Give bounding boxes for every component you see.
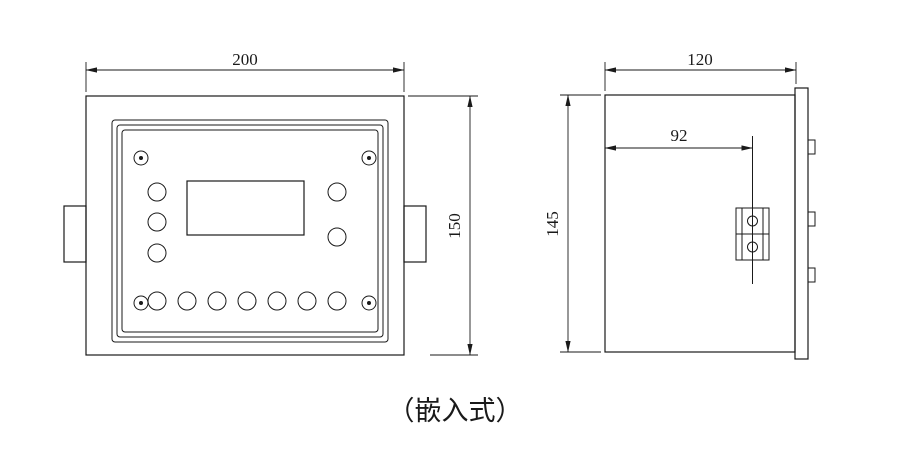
front-button: [327, 182, 347, 202]
side-view: 120 92 145: [543, 50, 816, 360]
front-button: [147, 291, 167, 311]
dimension-front-height: 150: [408, 95, 478, 356]
corner-screw: [361, 150, 377, 166]
side-flange-tabs: [807, 139, 816, 283]
lcd-display: [186, 180, 305, 236]
front-button: [327, 227, 347, 247]
front-outer-frame: [85, 95, 405, 356]
dim-label-92: 92: [671, 126, 688, 145]
mount-ear-left: [63, 205, 87, 263]
corner-screw: [133, 150, 149, 166]
mount-ear-right: [403, 205, 427, 263]
front-buttons-bottom-row: [147, 291, 347, 311]
dim-label-145: 145: [543, 211, 562, 237]
front-button: [297, 291, 317, 311]
corner-screws: [133, 150, 377, 311]
front-button: [267, 291, 287, 311]
front-button: [147, 212, 167, 232]
dim-label-200: 200: [232, 50, 258, 69]
dim-label-120: 120: [687, 50, 713, 69]
front-button: [147, 182, 167, 202]
front-button: [327, 291, 347, 311]
corner-screw: [133, 295, 149, 311]
corner-screw: [361, 295, 377, 311]
front-buttons-left: [147, 182, 167, 263]
dimension-side-depth: 120: [604, 50, 797, 91]
front-buttons-right: [327, 182, 347, 247]
dim-label-150: 150: [445, 213, 464, 239]
mounting-clamp: [735, 136, 770, 284]
front-bezel: [111, 119, 389, 343]
front-button: [177, 291, 197, 311]
dimension-front-width: 200: [85, 50, 405, 92]
dimension-side-height: 145: [543, 94, 601, 353]
front-view: 200 150: [63, 50, 478, 356]
front-button: [207, 291, 227, 311]
side-body: [604, 94, 796, 353]
front-button: [147, 243, 167, 263]
dimension-clamp-position: 92: [604, 126, 753, 151]
caption-mounting-type: （嵌入式）: [388, 396, 523, 426]
front-button: [237, 291, 257, 311]
side-panel-flange: [794, 87, 809, 360]
